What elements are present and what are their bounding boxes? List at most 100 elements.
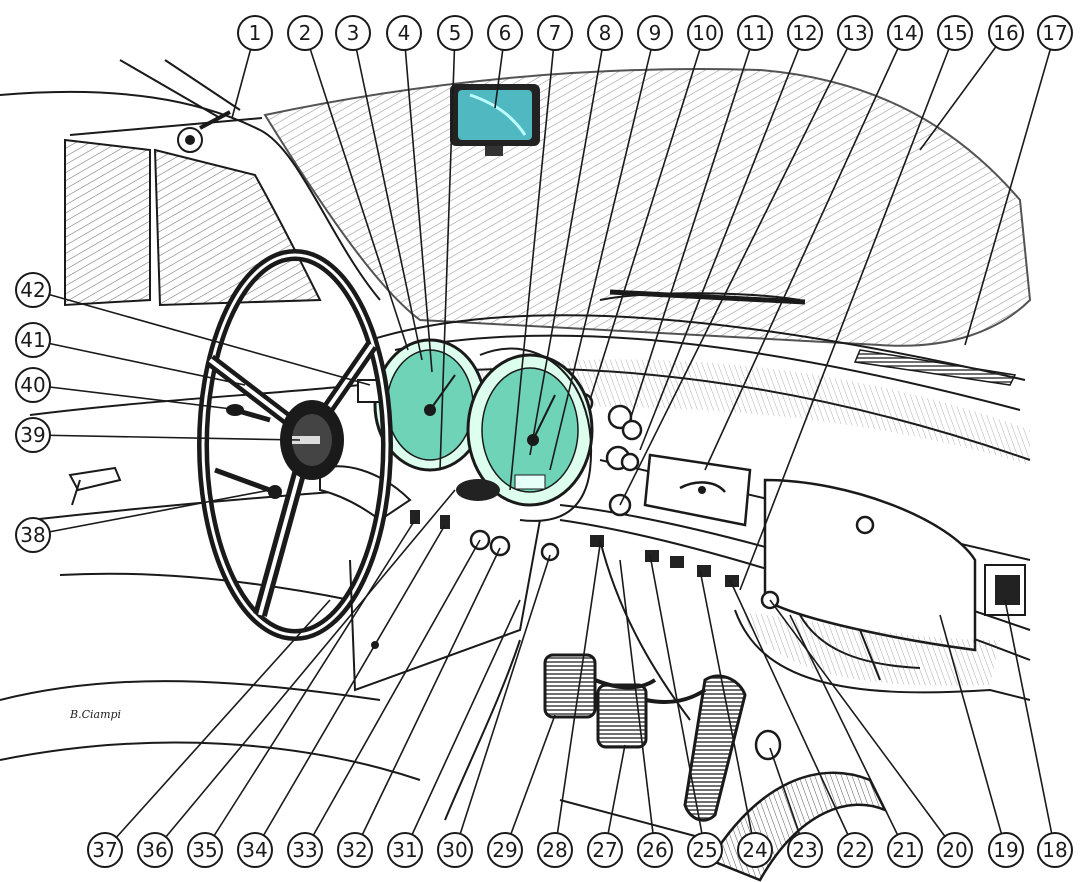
callout-circle (837, 15, 873, 51)
leader-line-41 (32, 339, 246, 386)
callout-16: 16 (988, 15, 1024, 51)
callout-circle (1037, 832, 1073, 868)
callout-11: 11 (737, 15, 773, 51)
callout-number: 15 (942, 21, 967, 45)
callout-circle (587, 15, 623, 51)
leader-line-37 (104, 599, 331, 851)
leader-lines (32, 32, 1056, 851)
tray-shading (740, 612, 1000, 686)
callout-number: 29 (492, 838, 517, 862)
callout-circle (1037, 15, 1073, 51)
callout-27: 27 (587, 832, 623, 868)
leader-line-15 (739, 32, 956, 591)
callout-circle (988, 832, 1024, 868)
callout-circle (137, 832, 173, 868)
callout-number: 37 (92, 838, 117, 862)
callout-number: 8 (599, 21, 612, 45)
steering-wheel (197, 249, 393, 641)
callout-20: 20 (937, 832, 973, 868)
demister-vent (853, 349, 1017, 386)
callout-circle (637, 15, 673, 51)
leader-line-31 (404, 599, 521, 851)
callout-number: 23 (792, 838, 817, 862)
callout-circle (15, 272, 51, 308)
callout-3: 3 (335, 15, 371, 51)
leader-line-8 (529, 32, 606, 456)
leader-line-40 (32, 384, 241, 411)
callout-38: 38 (15, 517, 51, 553)
callout-circle (187, 832, 223, 868)
radio-panel (984, 564, 1026, 616)
callout-number: 20 (942, 838, 967, 862)
callout-22: 22 (837, 832, 873, 868)
callout-34: 34 (237, 832, 273, 868)
leader-line-20 (769, 599, 956, 851)
callout-circle (737, 15, 773, 51)
leader-line-18 (1004, 599, 1056, 851)
leader-line-7 (509, 32, 556, 491)
leader-line-21 (789, 614, 906, 851)
floor-switch (754, 729, 782, 761)
callout-circle (15, 367, 51, 403)
steering-column (319, 465, 412, 522)
callout-circle (988, 15, 1024, 51)
callout-circle (15, 322, 51, 358)
clutch-pedal (543, 653, 657, 719)
callout-circle (15, 417, 51, 453)
callout-31: 31 (387, 832, 423, 868)
callout-14: 14 (887, 15, 923, 51)
callout-28: 28 (537, 832, 573, 868)
callout-number: 19 (993, 838, 1018, 862)
callout-number: 39 (20, 423, 45, 447)
callout-number: 30 (442, 838, 467, 862)
callout-number: 12 (792, 21, 817, 45)
callout-circle (887, 832, 923, 868)
roof-light (177, 110, 231, 153)
callout-circle (337, 832, 373, 868)
callout-number: 32 (342, 838, 367, 862)
callout-number: 2 (299, 21, 312, 45)
door-panel (68, 466, 541, 692)
callout-26: 26 (637, 832, 673, 868)
callout-19: 19 (988, 832, 1024, 868)
callout-circle (837, 832, 873, 868)
callout-number: 38 (20, 523, 45, 547)
side-window (64, 138, 322, 307)
callout-number: 11 (742, 21, 767, 45)
callout-circle (687, 832, 723, 868)
callout-circle (487, 832, 523, 868)
ashtray (643, 453, 752, 527)
callout-18: 18 (1037, 832, 1073, 868)
callout-circle (335, 15, 371, 51)
leader-line-4 (403, 32, 433, 373)
leader-line-26 (619, 559, 656, 851)
leader-line-38 (32, 489, 271, 536)
callout-circle (386, 15, 422, 51)
leader-line-11 (629, 32, 756, 421)
leader-line-33 (304, 539, 481, 851)
leader-line-36 (154, 489, 456, 851)
indicator-lever (214, 467, 282, 499)
leader-line-17 (964, 32, 1056, 346)
leader-line-25 (649, 554, 706, 851)
callout-circle (237, 15, 273, 51)
callout-circle (587, 832, 623, 868)
callout-39: 39 (15, 417, 51, 453)
callout-37: 37 (87, 832, 123, 868)
callout-41: 41 (15, 322, 51, 358)
leader-line-28 (554, 544, 601, 851)
callout-circle (887, 15, 923, 51)
leader-line-24 (699, 569, 756, 851)
callout-7: 7 (537, 15, 573, 51)
callout-number: 25 (692, 838, 717, 862)
callout-35: 35 (187, 832, 223, 868)
windscreen (263, 68, 1032, 347)
callout-1: 1 (237, 15, 273, 51)
callout-32: 32 (337, 832, 373, 868)
leader-line-10 (589, 32, 706, 401)
callout-circle (737, 832, 773, 868)
artist-signature: B.Ciampi (69, 708, 121, 721)
callout-circle (937, 15, 973, 51)
callout-5: 5 (437, 15, 473, 51)
